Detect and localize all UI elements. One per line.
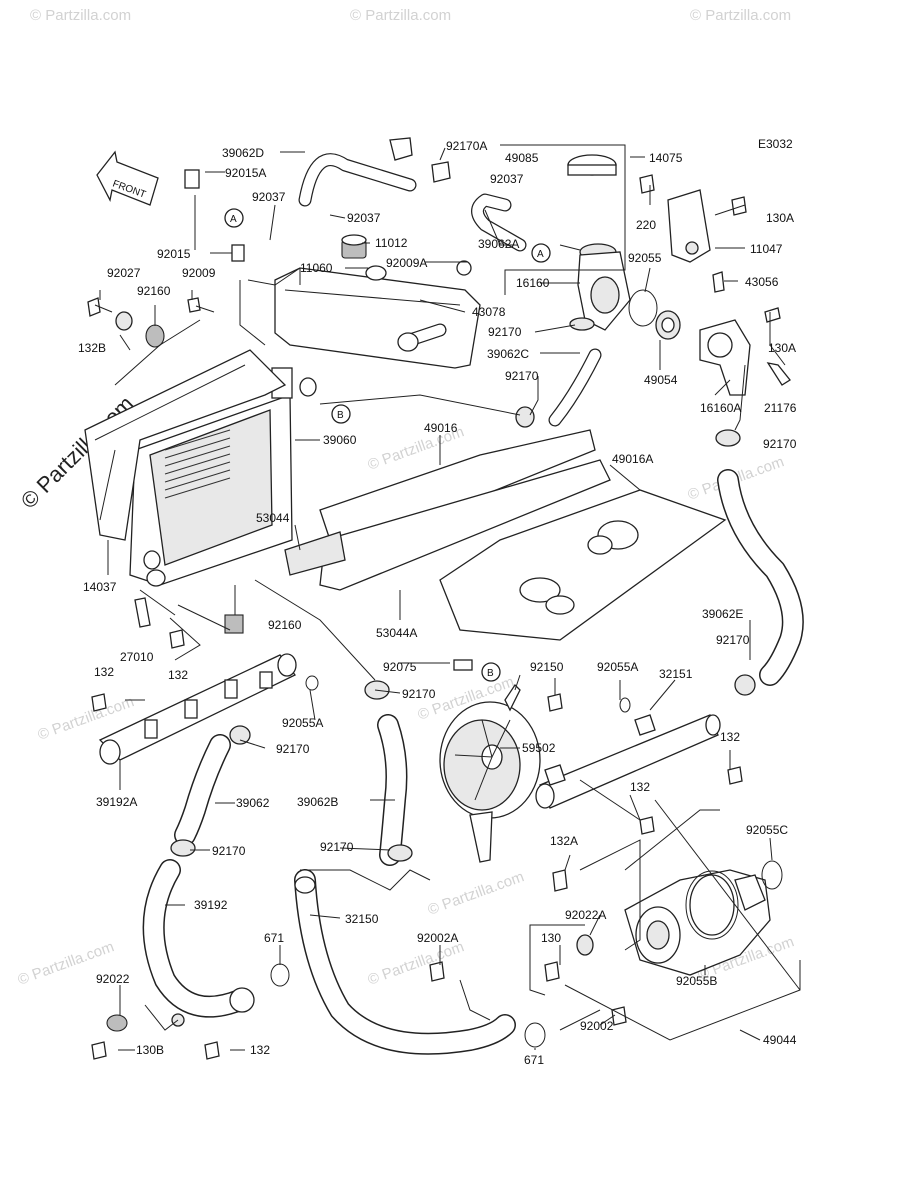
part-label: 43056: [745, 275, 779, 289]
part-label: 92150: [530, 660, 564, 674]
part-label: 49044: [763, 1033, 797, 1047]
part-labels: 39062D 92170A 92015A 92037 92037 92015 1…: [78, 139, 797, 1067]
part-label: 39062B: [297, 795, 338, 809]
part-label: 92002A: [417, 931, 458, 945]
part-label: 21176: [764, 401, 797, 415]
part-label: 39192: [194, 898, 228, 912]
part-label: 92160: [268, 618, 302, 632]
filler-neck: [567, 154, 631, 331]
part-label: 92037: [490, 172, 524, 186]
part-label: 92027: [107, 266, 141, 280]
part-label: 92055A: [597, 660, 638, 674]
part-label: 92170A: [446, 139, 487, 153]
part-label: 32151: [659, 667, 693, 681]
part-label: 16160: [516, 276, 550, 290]
part-label: 39062D: [222, 146, 264, 160]
part-label: 132B: [78, 341, 106, 355]
part-label: 16160A: [700, 401, 741, 415]
part-label: 92075: [383, 660, 417, 674]
part-label: 14075: [649, 151, 683, 165]
part-label: 92170: [320, 840, 354, 854]
part-label: 27010: [120, 650, 154, 664]
part-label: 92037: [252, 190, 286, 204]
part-label: 92015: [157, 247, 191, 261]
part-label: 39062C: [487, 347, 529, 361]
part-label: 92170: [488, 325, 522, 339]
part-label: 39060: [323, 433, 357, 447]
part-label: 130B: [136, 1043, 164, 1057]
part-label: 14037: [83, 580, 117, 594]
part-label: 92022: [96, 972, 130, 986]
part-label: 132: [720, 730, 740, 744]
water-pump: [624, 869, 771, 976]
part-label: 132: [630, 780, 650, 794]
watermark: © Partzilla.com: [426, 868, 527, 919]
part-label: 92015A: [225, 166, 266, 180]
part-label: 130A: [768, 341, 796, 355]
part-label: 92009: [182, 266, 216, 280]
part-label: 53044A: [376, 626, 417, 640]
radiator-shroud: [84, 349, 287, 541]
part-label: 39062: [236, 796, 270, 810]
part-label: 92022A: [565, 908, 606, 922]
watermark: © Partzilla.com: [690, 7, 791, 24]
reservoir-cap: [341, 234, 472, 281]
watermark: © Partzilla.com: [366, 938, 467, 989]
part-label: 92009A: [386, 256, 427, 270]
part-label: 92170: [763, 437, 797, 451]
radiator: [129, 367, 317, 587]
reservoir-tank: [274, 267, 481, 369]
part-label: 92055: [628, 251, 662, 265]
part-label: 92037: [347, 211, 381, 225]
part-label: 92170: [402, 687, 436, 701]
part-label: 11012: [375, 236, 408, 250]
part-label: 92055B: [676, 974, 717, 988]
part-label: 92170: [212, 844, 246, 858]
callout-a: A: [230, 214, 237, 225]
cooling-fan: [439, 683, 541, 863]
part-label: 132: [168, 668, 188, 682]
part-label: 49016: [424, 421, 458, 435]
watermark: © Partzilla.com: [30, 7, 131, 24]
part-label: 92170: [716, 633, 750, 647]
part-label: 671: [524, 1053, 544, 1067]
part-label: 220: [636, 218, 656, 232]
part-label: 39192A: [96, 795, 137, 809]
part-label: 53044: [256, 511, 290, 525]
part-label: 43078: [472, 305, 506, 319]
part-label: 92170: [505, 369, 539, 383]
part-label: 59502: [522, 741, 556, 755]
part-label: 671: [264, 931, 284, 945]
part-label: 11060: [300, 261, 333, 275]
part-label: 92160: [137, 284, 171, 298]
part-label: 130A: [766, 211, 794, 225]
part-label: 132: [94, 665, 114, 679]
callout-b: B: [337, 410, 344, 421]
part-label: 32150: [345, 912, 379, 926]
part-label: 92002: [580, 1019, 614, 1033]
pipe-32151: [535, 714, 721, 809]
part-label: 130: [541, 931, 561, 945]
part-label: 39062A: [478, 237, 519, 251]
front-arrow-icon: FRONT: [96, 150, 159, 206]
diagram-code: E3032: [758, 137, 793, 151]
parts-artwork: A A B B: [84, 137, 804, 1060]
water-pipe: [98, 653, 297, 765]
part-label: 49085: [505, 151, 539, 165]
part-label: 49016A: [612, 452, 653, 466]
part-label: 132A: [550, 834, 578, 848]
part-label: 39062E: [702, 607, 743, 621]
callout-a: A: [537, 249, 544, 260]
callout-b: B: [487, 668, 494, 679]
part-label: 92055A: [282, 716, 323, 730]
part-label: 11047: [750, 242, 783, 256]
part-label: 49054: [644, 373, 678, 387]
part-label: 132: [250, 1043, 270, 1057]
part-label: 92170: [276, 742, 310, 756]
part-label: 92055C: [746, 823, 788, 837]
watermark: © Partzilla.com: [350, 7, 451, 24]
